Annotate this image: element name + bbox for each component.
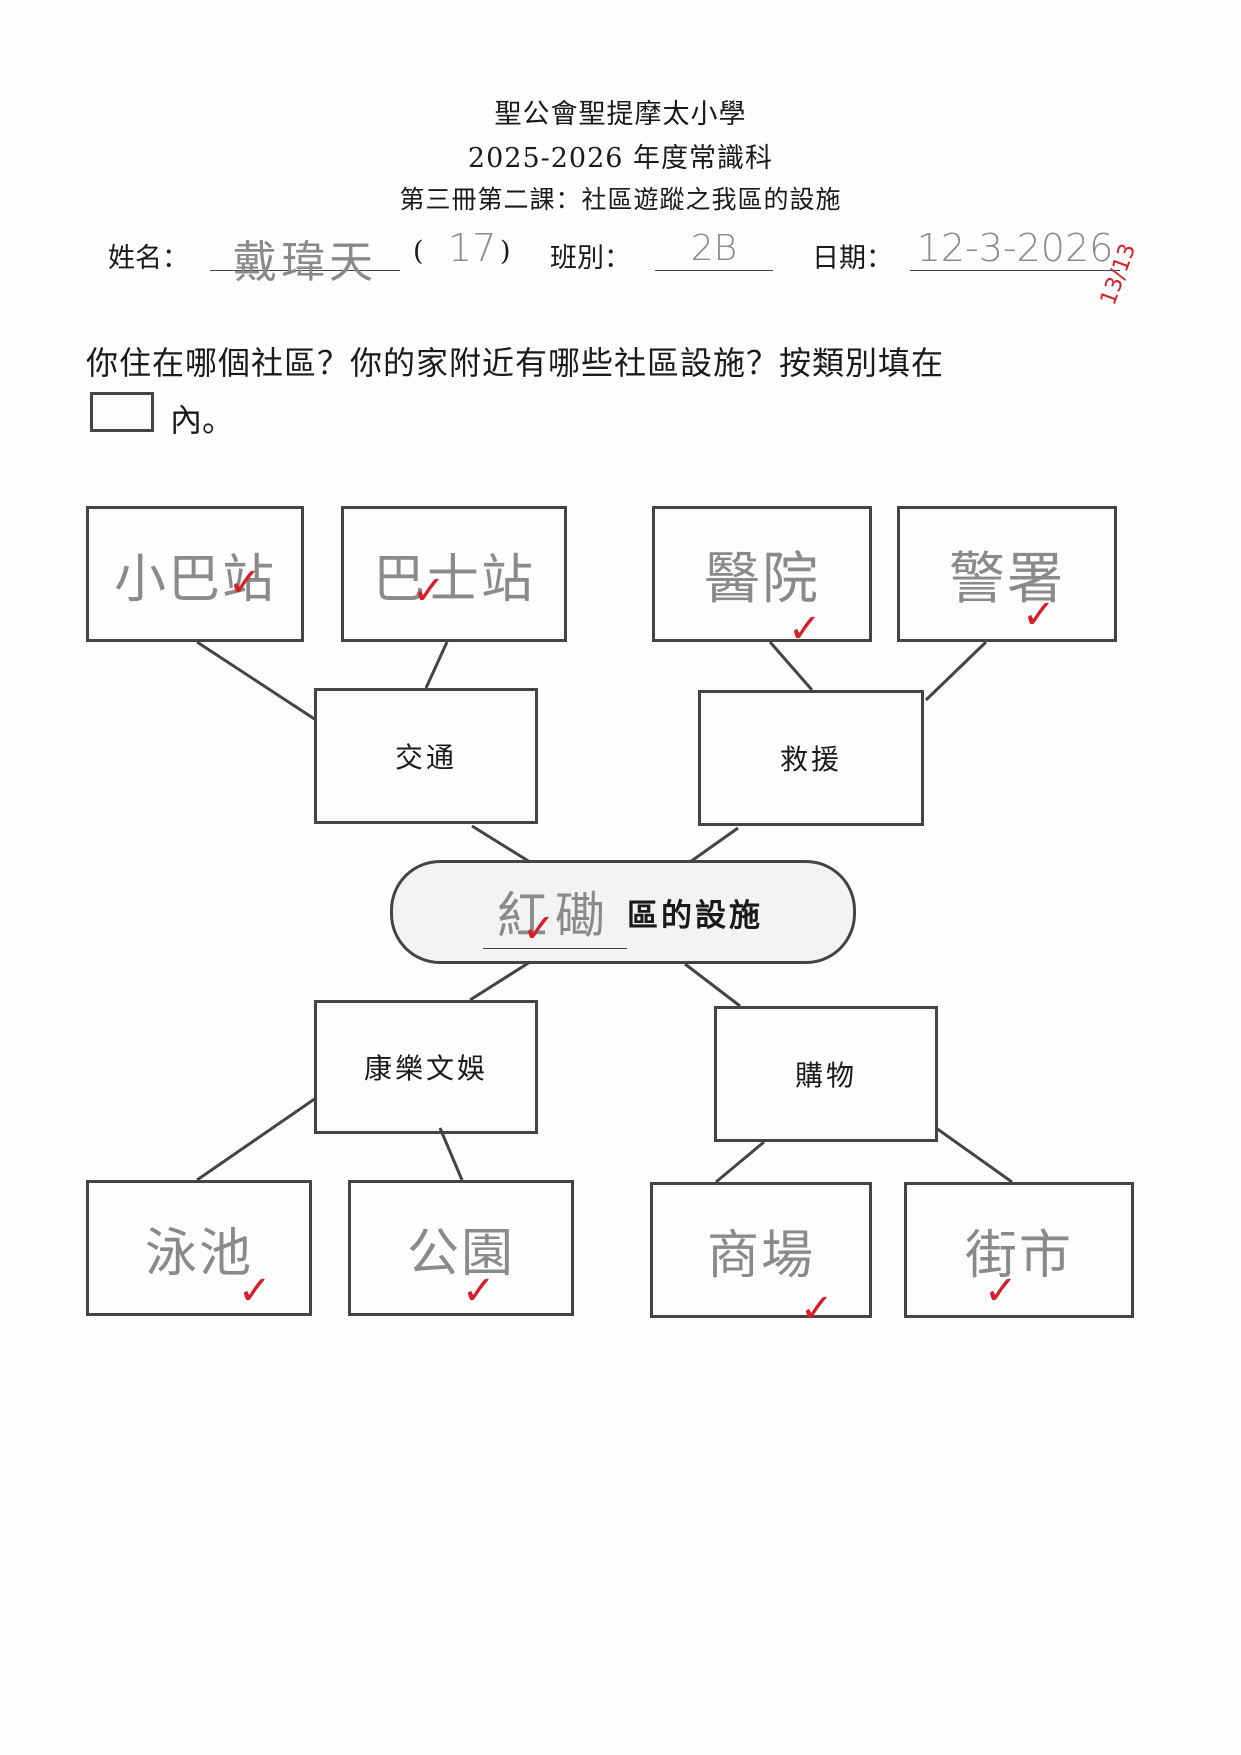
number-close-paren: )	[500, 236, 511, 267]
answer-box-shopping-2[interactable]: 街市	[904, 1182, 1134, 1318]
category-transport: 交通	[394, 741, 457, 774]
tick-mark-icon: ✓	[800, 1286, 834, 1332]
school-name: 聖公會聖提摩太小學	[494, 99, 747, 130]
answer-box-leisure-2[interactable]: 公園	[348, 1180, 574, 1316]
worksheet-date: 12-3-2026	[916, 226, 1114, 270]
answer-shopping-2: 街市	[964, 1225, 1073, 1286]
answer-leisure-1: 泳池	[144, 1223, 253, 1284]
tick-mark-icon: ✓	[412, 568, 446, 614]
academic-year: 2025-2026 年度常識科	[467, 143, 774, 174]
line-transport-2	[424, 641, 449, 689]
line-rescue-1	[768, 641, 814, 691]
category-box-transport: 交通	[314, 688, 538, 824]
center-topic-oval: 紅磡 區的設施	[390, 860, 856, 964]
category-leisure: 康樂文娛	[363, 1052, 488, 1085]
tick-mark-icon: ✓	[228, 560, 262, 606]
line-shopping-2	[935, 1126, 1013, 1184]
center-district[interactable]: 紅磡	[483, 876, 627, 949]
number-open-paren: (	[413, 236, 424, 267]
line-rescue-2	[924, 640, 988, 702]
category-box-shopping: 購物	[714, 1006, 938, 1142]
answer-box-transport-2[interactable]: 巴士站	[341, 506, 567, 642]
line-leisure-1	[196, 1096, 317, 1182]
center-topic-label: 區的設施	[627, 897, 763, 934]
answer-box-transport-1[interactable]: 小巴站	[86, 506, 304, 642]
name-field[interactable]: 戴瑋天	[210, 226, 400, 288]
answer-box-leisure-1[interactable]: 泳池	[86, 1180, 312, 1316]
line-center-rescue	[689, 826, 739, 864]
tick-mark-icon: ✓	[238, 1268, 272, 1314]
student-name: 戴瑋天	[233, 237, 377, 288]
line-center-shopping	[684, 962, 741, 1008]
date-label: 日期：	[812, 243, 893, 274]
line-shopping-1	[715, 1140, 765, 1184]
category-box-leisure: 康樂文娛	[314, 1000, 538, 1134]
student-number: 17	[448, 226, 497, 270]
question-line-2: 內。	[170, 401, 235, 439]
question-line-1: 你住在哪個社區？你的家附近有哪些社區設施？按類別填在	[86, 344, 945, 382]
date-field[interactable]: 12-3-2026	[910, 226, 1120, 271]
answer-rescue-2: 警署	[949, 546, 1065, 612]
tick-mark-icon: ✓	[522, 906, 556, 952]
answer-transport-1: 小巴站	[113, 549, 276, 610]
student-class: 2B	[690, 228, 738, 269]
name-label: 姓名：	[108, 243, 189, 274]
class-label: 班別：	[550, 243, 631, 274]
answer-transport-2: 巴士站	[372, 549, 535, 610]
line-transport-1	[196, 640, 317, 722]
answer-rescue-1: 醫院	[704, 546, 820, 612]
answer-leisure-2: 公園	[406, 1223, 515, 1284]
lesson-title: 第三冊第二課：社區遊蹤之我區的設施	[399, 185, 842, 214]
answer-shopping-1: 商場	[706, 1225, 815, 1286]
sample-answer-box	[90, 392, 154, 432]
answer-box-shopping-1[interactable]: 商場	[650, 1182, 872, 1318]
tick-mark-icon: ✓	[984, 1268, 1018, 1314]
tick-mark-icon: ✓	[1022, 592, 1056, 638]
class-field[interactable]: 2B	[655, 228, 773, 271]
category-rescue: 救援	[779, 743, 842, 776]
line-center-transport	[471, 824, 531, 864]
line-center-leisure	[469, 960, 531, 1002]
category-shopping: 購物	[794, 1059, 857, 1092]
line-leisure-2	[438, 1127, 464, 1181]
tick-mark-icon: ✓	[462, 1268, 496, 1314]
answer-box-rescue-1[interactable]: 醫院	[652, 506, 872, 642]
answer-box-rescue-2[interactable]: 警署	[897, 506, 1117, 642]
tick-mark-icon: ✓	[788, 606, 822, 652]
category-box-rescue: 救援	[698, 690, 924, 826]
